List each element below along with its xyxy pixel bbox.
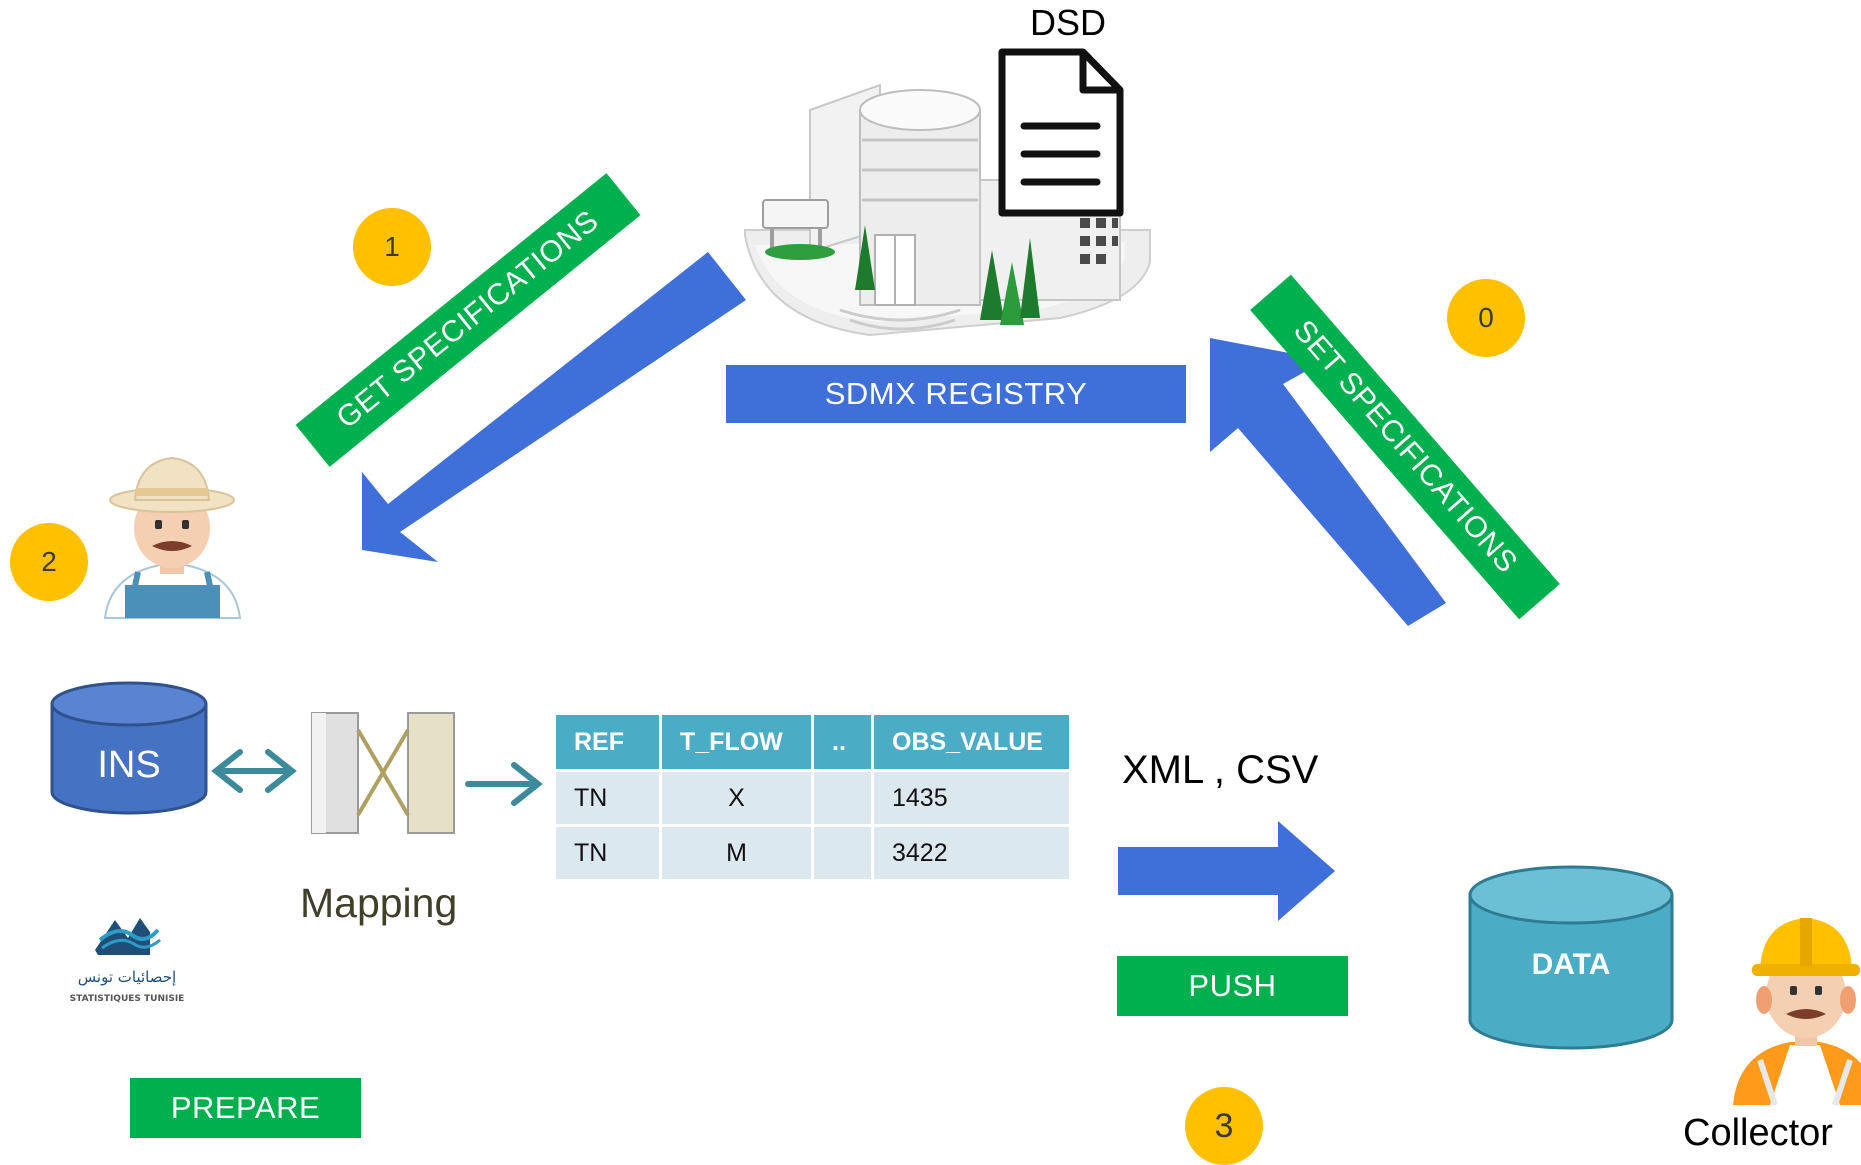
step-0-badge: 0	[1447, 279, 1525, 357]
sdmx-registry-banner: SDMX REGISTRY	[726, 365, 1186, 423]
svg-text:إحصائيات تونس: إحصائيات تونس	[78, 968, 176, 986]
prepare-banner: PREPARE	[130, 1078, 361, 1138]
collector-avatar-icon	[1733, 918, 1861, 1106]
table-cell	[814, 827, 871, 879]
mapping-label: Mapping	[300, 880, 458, 926]
dsd-label: DSD	[1030, 2, 1107, 43]
data-table: REF T_FLOW .. OBS_VALUE TN X 1435 TN M 3…	[553, 712, 1072, 882]
table-cell	[814, 772, 871, 824]
table-cell: TN	[556, 827, 659, 879]
table-header-cell: T_FLOW	[662, 715, 811, 769]
table-header-cell: ..	[814, 715, 871, 769]
formats-label: XML , CSV	[1122, 748, 1319, 792]
ins-mapping-double-arrow	[211, 749, 297, 793]
step-3-badge: 3	[1185, 1087, 1263, 1165]
step-2-badge: 2	[10, 523, 88, 601]
table-header-cell: OBS_VALUE	[874, 715, 1069, 769]
table-cell: TN	[556, 772, 659, 824]
ins-database-icon	[50, 681, 208, 815]
collector-label: Collector	[1683, 1112, 1833, 1154]
dsd-document-icon	[998, 48, 1124, 217]
table-cell: M	[662, 827, 811, 879]
table-row: TN M 3422	[556, 827, 1069, 879]
mapping-table-arrow	[465, 762, 543, 806]
ins-database-label: INS	[97, 743, 161, 786]
table-header-row: REF T_FLOW .. OBS_VALUE	[556, 715, 1069, 769]
set-specifications-arrow	[1210, 338, 1446, 626]
svg-text:STATISTIQUES TUNISIE: STATISTIQUES TUNISIE	[70, 994, 185, 1004]
table-cell: 1435	[874, 772, 1069, 824]
step-1-badge: 1	[353, 208, 431, 286]
mapping-icon	[311, 712, 455, 834]
data-database-label: DATA	[1531, 948, 1611, 981]
data-database-icon	[1468, 865, 1674, 1050]
table-header-cell: REF	[556, 715, 659, 769]
table-cell: X	[662, 772, 811, 824]
get-specifications-arrow	[362, 252, 746, 562]
producer-avatar-icon	[103, 456, 242, 619]
push-arrow	[1118, 821, 1335, 921]
statistiques-tunisie-logo: إحصائيات تونس STATISTIQUES TUNISIE	[70, 918, 185, 1004]
table-cell: 3422	[874, 827, 1069, 879]
push-banner: PUSH	[1117, 956, 1348, 1016]
table-row: TN X 1435	[556, 772, 1069, 824]
